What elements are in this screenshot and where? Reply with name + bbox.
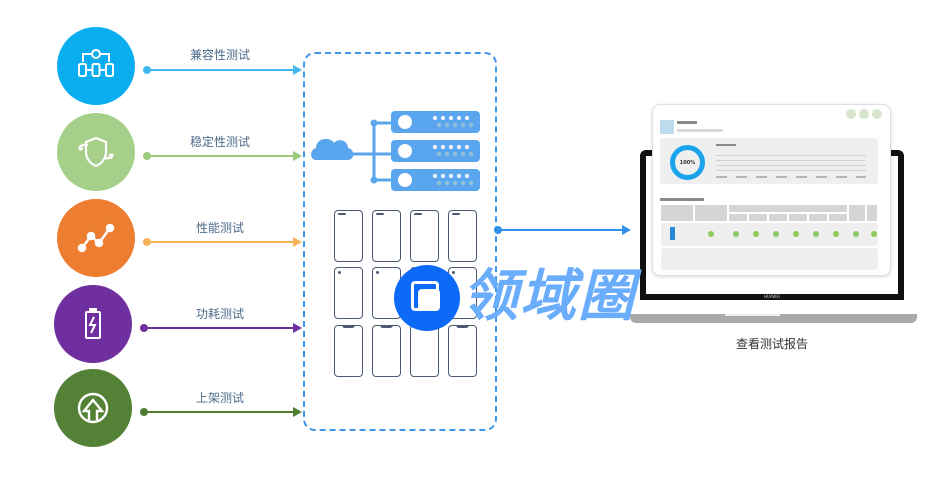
flow-arrow [140, 407, 302, 417]
test-label: 兼容性测试 [189, 48, 250, 62]
test-label: 稳定性测试 [189, 135, 250, 149]
laptop-brand: HUAWEI [763, 294, 781, 299]
watermark-logo-icon [394, 265, 460, 331]
server-icon [391, 169, 480, 191]
check-icon [813, 231, 819, 237]
phone-icon [334, 325, 363, 377]
check-icon [853, 231, 859, 237]
test-cloud-container [303, 52, 497, 431]
summary-panel: 100% [660, 138, 878, 184]
check-icon [833, 231, 839, 237]
flow-arrow [143, 237, 302, 247]
check-icon [871, 231, 877, 237]
window-dot-icon [872, 109, 882, 119]
phone-icon [410, 325, 439, 377]
line-chart-icon [57, 199, 135, 277]
shield-rotate-icon [57, 113, 135, 191]
table-title-placeholder [660, 198, 704, 201]
phone-icon [410, 210, 439, 262]
device-icon [670, 227, 675, 240]
laptop-base [630, 314, 917, 323]
check-icon [753, 231, 759, 237]
phone-icon [448, 210, 477, 262]
connector-lines [348, 121, 392, 182]
phone-icon [334, 210, 363, 262]
window-dot-icon [859, 109, 869, 119]
table-row [661, 223, 878, 246]
watermark-text: 领域圈 [462, 264, 636, 329]
cloud-icon [311, 138, 354, 160]
phone-icon [448, 325, 477, 377]
report-caption: 查看测试报告 [735, 337, 808, 351]
server-icon [391, 140, 480, 162]
test-label: 性能测试 [195, 221, 244, 235]
test-report-window: 100% [652, 104, 891, 276]
flow-arrow [140, 323, 302, 333]
report-subtitle-placeholder [677, 129, 723, 132]
test-label: 上架测试 [195, 391, 244, 405]
flow-arrow [143, 65, 302, 75]
battery-charge-icon [54, 285, 132, 363]
upload-arrow-icon [54, 369, 132, 447]
app-avatar [660, 120, 674, 134]
check-icon [733, 231, 739, 237]
report-title-placeholder [677, 121, 697, 124]
phone-icon [334, 267, 363, 319]
hierarchy-network-icon [57, 27, 135, 105]
table-row [661, 248, 878, 270]
check-icon [773, 231, 779, 237]
server-icon [391, 111, 480, 133]
progress-ring: 100% [670, 145, 705, 180]
phone-icon [372, 325, 401, 377]
phone-icon [372, 210, 401, 262]
test-label: 功耗测试 [195, 307, 244, 321]
check-icon [708, 231, 714, 237]
window-controls [846, 109, 882, 119]
check-icon [793, 231, 799, 237]
output-arrow [494, 225, 631, 235]
window-dot-icon [846, 109, 856, 119]
cloud-network [311, 119, 392, 184]
flow-arrow [143, 151, 302, 161]
